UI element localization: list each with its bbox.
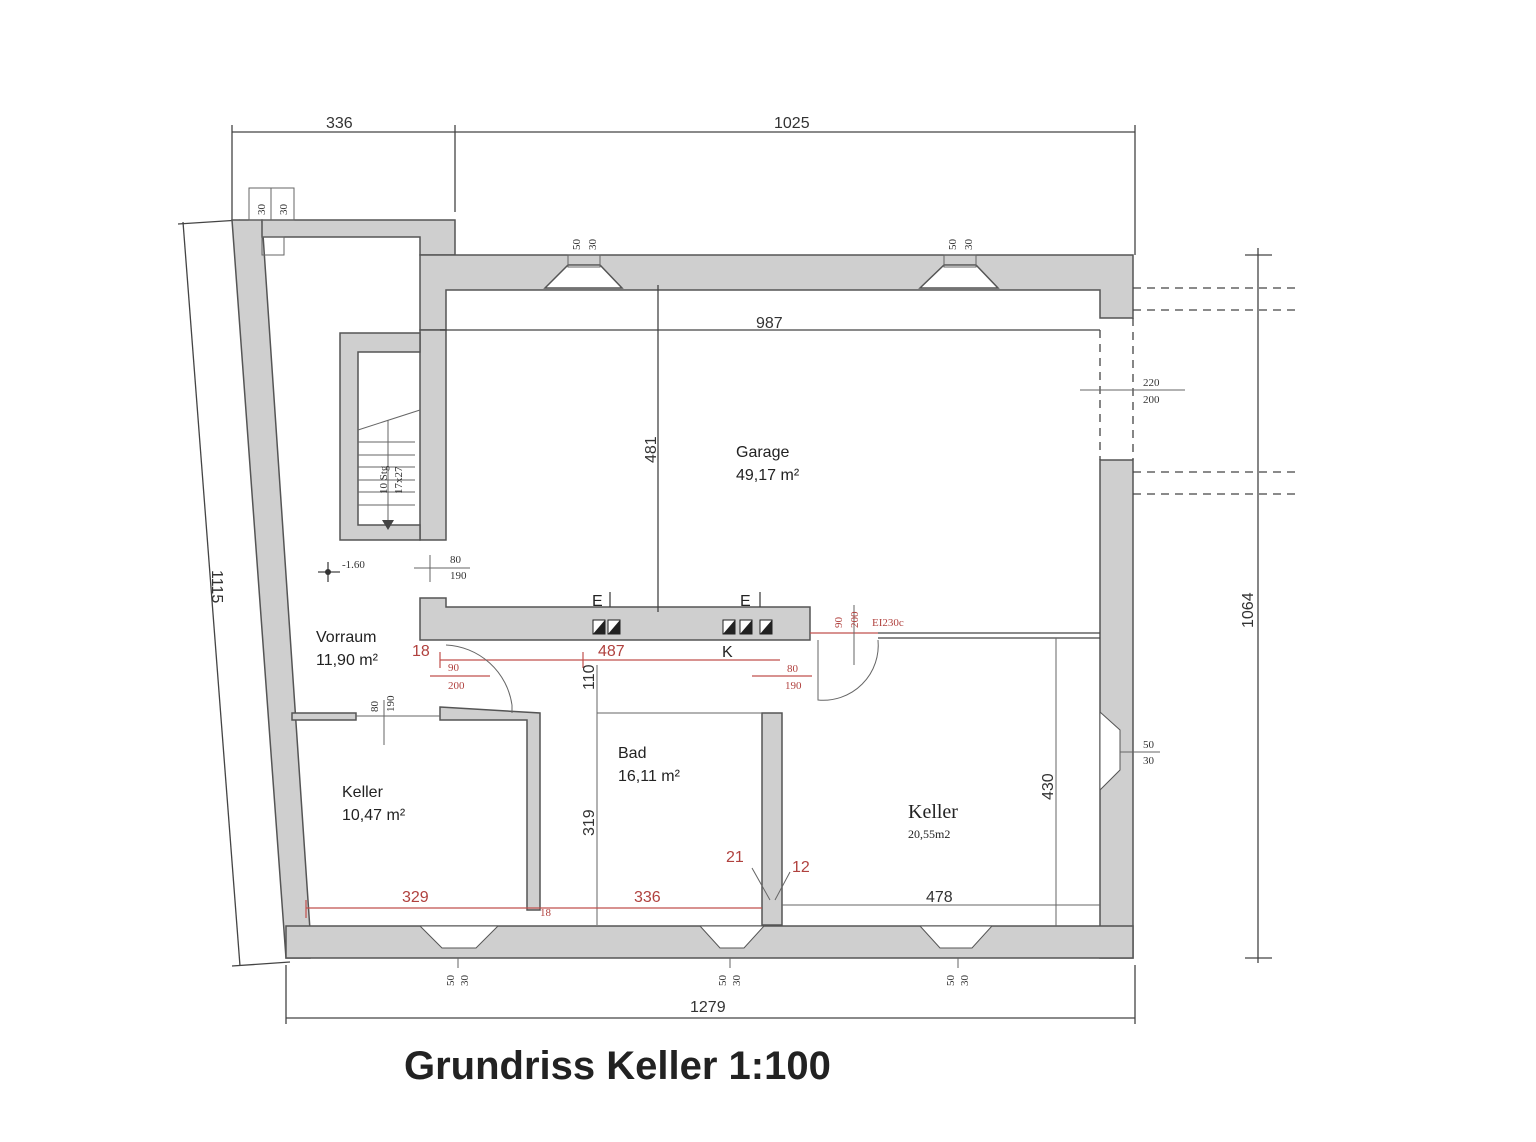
gate-200: 200 <box>1143 394 1160 406</box>
garage-dimensions <box>440 285 1100 612</box>
dim-garage-width: 987 <box>756 315 783 332</box>
red-door-90: 90 <box>448 662 460 674</box>
door-vorraum-garage <box>414 555 470 582</box>
door-keller-left <box>356 700 440 745</box>
bottom-windows <box>418 925 994 968</box>
door4-80: 80 <box>369 701 381 713</box>
bwin1-50: 50 <box>445 975 457 987</box>
room-bad-area: 16,11 m² <box>618 768 681 785</box>
plan-title: Grundriss Keller 1:100 <box>404 1044 831 1088</box>
red-door-200: 200 <box>448 680 465 692</box>
stair-count: 10 Stg <box>378 465 390 494</box>
bwin2-30: 30 <box>731 975 743 987</box>
level-text: -1.60 <box>342 559 365 571</box>
dim-110: 110 <box>581 664 598 690</box>
marker-k: K <box>722 644 733 661</box>
level-marker <box>318 562 340 582</box>
red-18: 18 <box>412 643 430 660</box>
corridor-red-lines <box>430 644 780 713</box>
room-keller-right-area: 20,55m2 <box>908 827 950 841</box>
marker-e1: E <box>592 593 603 610</box>
red-door2-80: 80 <box>787 663 799 675</box>
bwin3-50: 50 <box>945 975 957 987</box>
red-12: 12 <box>792 859 810 876</box>
bwin1-30: 30 <box>459 975 471 987</box>
rwin-30: 30 <box>1143 755 1155 767</box>
room-bad-name: Bad <box>618 745 646 762</box>
dim-319: 319 <box>581 809 598 836</box>
red-door3-90: 90 <box>833 617 845 629</box>
dim-right-side: 1064 <box>1240 592 1257 628</box>
red-door3-200: 200 <box>849 611 861 628</box>
win1-50: 50 <box>571 239 583 251</box>
dim-left-side: 1115 <box>208 570 225 603</box>
door1-80: 80 <box>450 554 462 566</box>
win2-50: 50 <box>947 239 959 251</box>
red-18b: 18 <box>540 907 552 919</box>
dim-top-left: 336 <box>326 115 353 132</box>
red-487: 487 <box>598 643 625 660</box>
dim-top-right: 1025 <box>774 115 810 132</box>
top-dimension-lines <box>231 125 1136 255</box>
door4-190: 190 <box>385 695 397 712</box>
room-garage-area: 49,17 m² <box>736 467 800 484</box>
red-21: 21 <box>726 849 744 866</box>
right-window <box>1099 710 1160 792</box>
gate-220: 220 <box>1143 377 1160 389</box>
top-windows <box>543 254 1000 289</box>
dim-bottom: 1279 <box>690 999 726 1016</box>
room-keller-right-name: Keller <box>908 801 958 823</box>
red-329: 329 <box>402 889 429 906</box>
room-vorraum-name: Vorraum <box>316 629 376 646</box>
room-keller-left-area: 10,47 m² <box>342 807 406 824</box>
sockets <box>592 619 773 635</box>
door1-190: 190 <box>450 570 467 582</box>
staircase <box>339 332 421 541</box>
room-garage-name: Garage <box>736 444 789 461</box>
exterior-walls <box>231 219 1134 959</box>
door-bad-keller <box>752 605 879 701</box>
bad-dimension-lines <box>596 665 762 925</box>
bottom-dimension-line <box>285 965 1136 1024</box>
marker-e2: E <box>740 593 751 610</box>
win2-30: 30 <box>963 239 975 251</box>
room-keller-left-name: Keller <box>342 784 384 801</box>
dim-430: 430 <box>1040 773 1057 800</box>
red-336: 336 <box>634 889 661 906</box>
red-door2-190: 190 <box>785 680 802 692</box>
fire-door-rating: EI230c <box>872 617 904 629</box>
win1-30: 30 <box>587 239 599 251</box>
right-dimension-line <box>1245 248 1272 963</box>
garage-gate <box>1080 287 1296 495</box>
chimney <box>248 187 295 256</box>
dim-garage-depth: 481 <box>643 436 660 463</box>
left-dimension-line <box>177 219 291 967</box>
chimney-30b: 30 <box>278 204 290 216</box>
rwin-50: 50 <box>1143 739 1155 751</box>
bwin2-50: 50 <box>717 975 729 987</box>
stair-size: 17x27 <box>393 466 405 494</box>
bottom-red-lines <box>305 867 1100 918</box>
bwin3-30: 30 <box>959 975 971 987</box>
chimney-30a: 30 <box>256 204 268 216</box>
dim-478: 478 <box>926 889 953 906</box>
room-vorraum-area: 11,90 m² <box>316 652 379 669</box>
